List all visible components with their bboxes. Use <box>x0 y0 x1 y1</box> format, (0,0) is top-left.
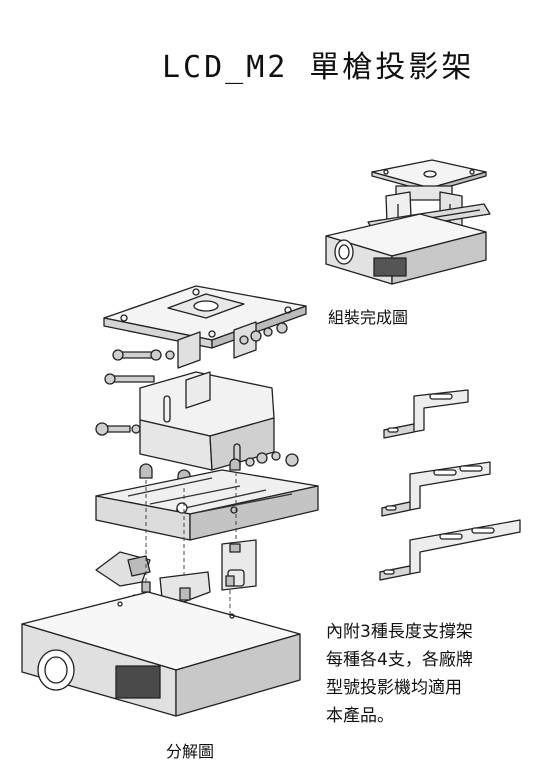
exploded-caption: 分解圖 <box>166 742 215 761</box>
description-note: 內附3種長度支撐架 每種各4支，各廠牌 型號投影機均適用 本產品。 <box>326 618 526 730</box>
support-arm-medium <box>381 461 491 517</box>
exploded-view <box>21 285 319 717</box>
page-title: LCD_M2 單槍投影架 <box>162 50 475 85</box>
support-arm-short <box>383 389 469 439</box>
note-line: 每種各4支，各廠牌 <box>326 650 473 670</box>
note-line: 型號投影機均適用 <box>326 678 462 698</box>
assembled-caption: 組裝完成圖 <box>328 308 409 327</box>
note-line: 內附3種長度支撐架 <box>326 622 473 642</box>
note-line: 本產品。 <box>326 706 394 726</box>
assembled-view <box>325 159 491 285</box>
support-arm-long <box>379 519 521 581</box>
